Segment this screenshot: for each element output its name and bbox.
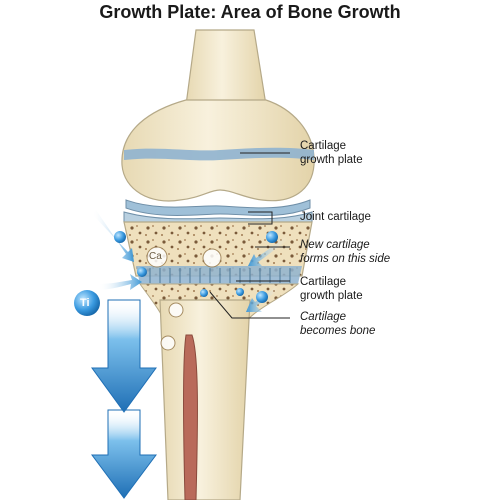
joint-cartilage-upper xyxy=(125,199,311,216)
label-new-cartilage-line1: New cartilage xyxy=(300,239,370,251)
marrow-canal xyxy=(183,334,198,500)
growth-direction-arrows xyxy=(91,299,157,499)
label-lower-growth-plate: Cartilage growth plate xyxy=(300,275,363,303)
label-upper-growth-plate-line1: Cartilage xyxy=(300,140,347,152)
ti-marker-label: Ti xyxy=(80,297,90,309)
label-joint-cartilage-line1: Joint cartilage xyxy=(300,211,371,223)
inward-arrow-left-upper xyxy=(92,210,134,262)
ti-ion-ball xyxy=(74,290,100,316)
femur-growth-plate xyxy=(124,147,314,161)
down-arrow-lower xyxy=(91,409,157,499)
diagram-title: Growth Plate: Area of Bone Growth xyxy=(99,2,401,22)
joint-cartilage-lower xyxy=(123,211,313,223)
label-becomes-bone-line1: Cartilage xyxy=(300,311,347,323)
label-becomes-bone: Cartilage becomes bone xyxy=(300,310,375,338)
tibia-shaft xyxy=(159,299,251,500)
label-new-cartilage: New cartilage forms on this side xyxy=(300,238,390,266)
ca-bubbles xyxy=(146,246,222,351)
femur-shaft xyxy=(185,29,267,106)
label-becomes-bone-line2: becomes bone xyxy=(300,325,376,337)
label-new-cartilage-line2: forms on this side xyxy=(300,253,391,265)
label-upper-growth-plate: Cartilage growth plate xyxy=(300,139,363,167)
label-upper-growth-plate-line2: growth plate xyxy=(300,154,363,166)
label-lower-growth-plate-line1: Cartilage xyxy=(300,276,347,288)
down-arrow-upper xyxy=(91,299,157,413)
label-lower-growth-plate-line2: growth plate xyxy=(300,290,363,302)
ca-marker-label: Ca xyxy=(149,251,162,262)
leader-lines xyxy=(209,152,290,319)
ion-balls xyxy=(74,231,278,316)
inward-arrow-right-upper xyxy=(248,236,288,266)
inward-arrow-left-lower xyxy=(98,274,142,290)
label-joint-cartilage: Joint cartilage xyxy=(300,210,371,224)
